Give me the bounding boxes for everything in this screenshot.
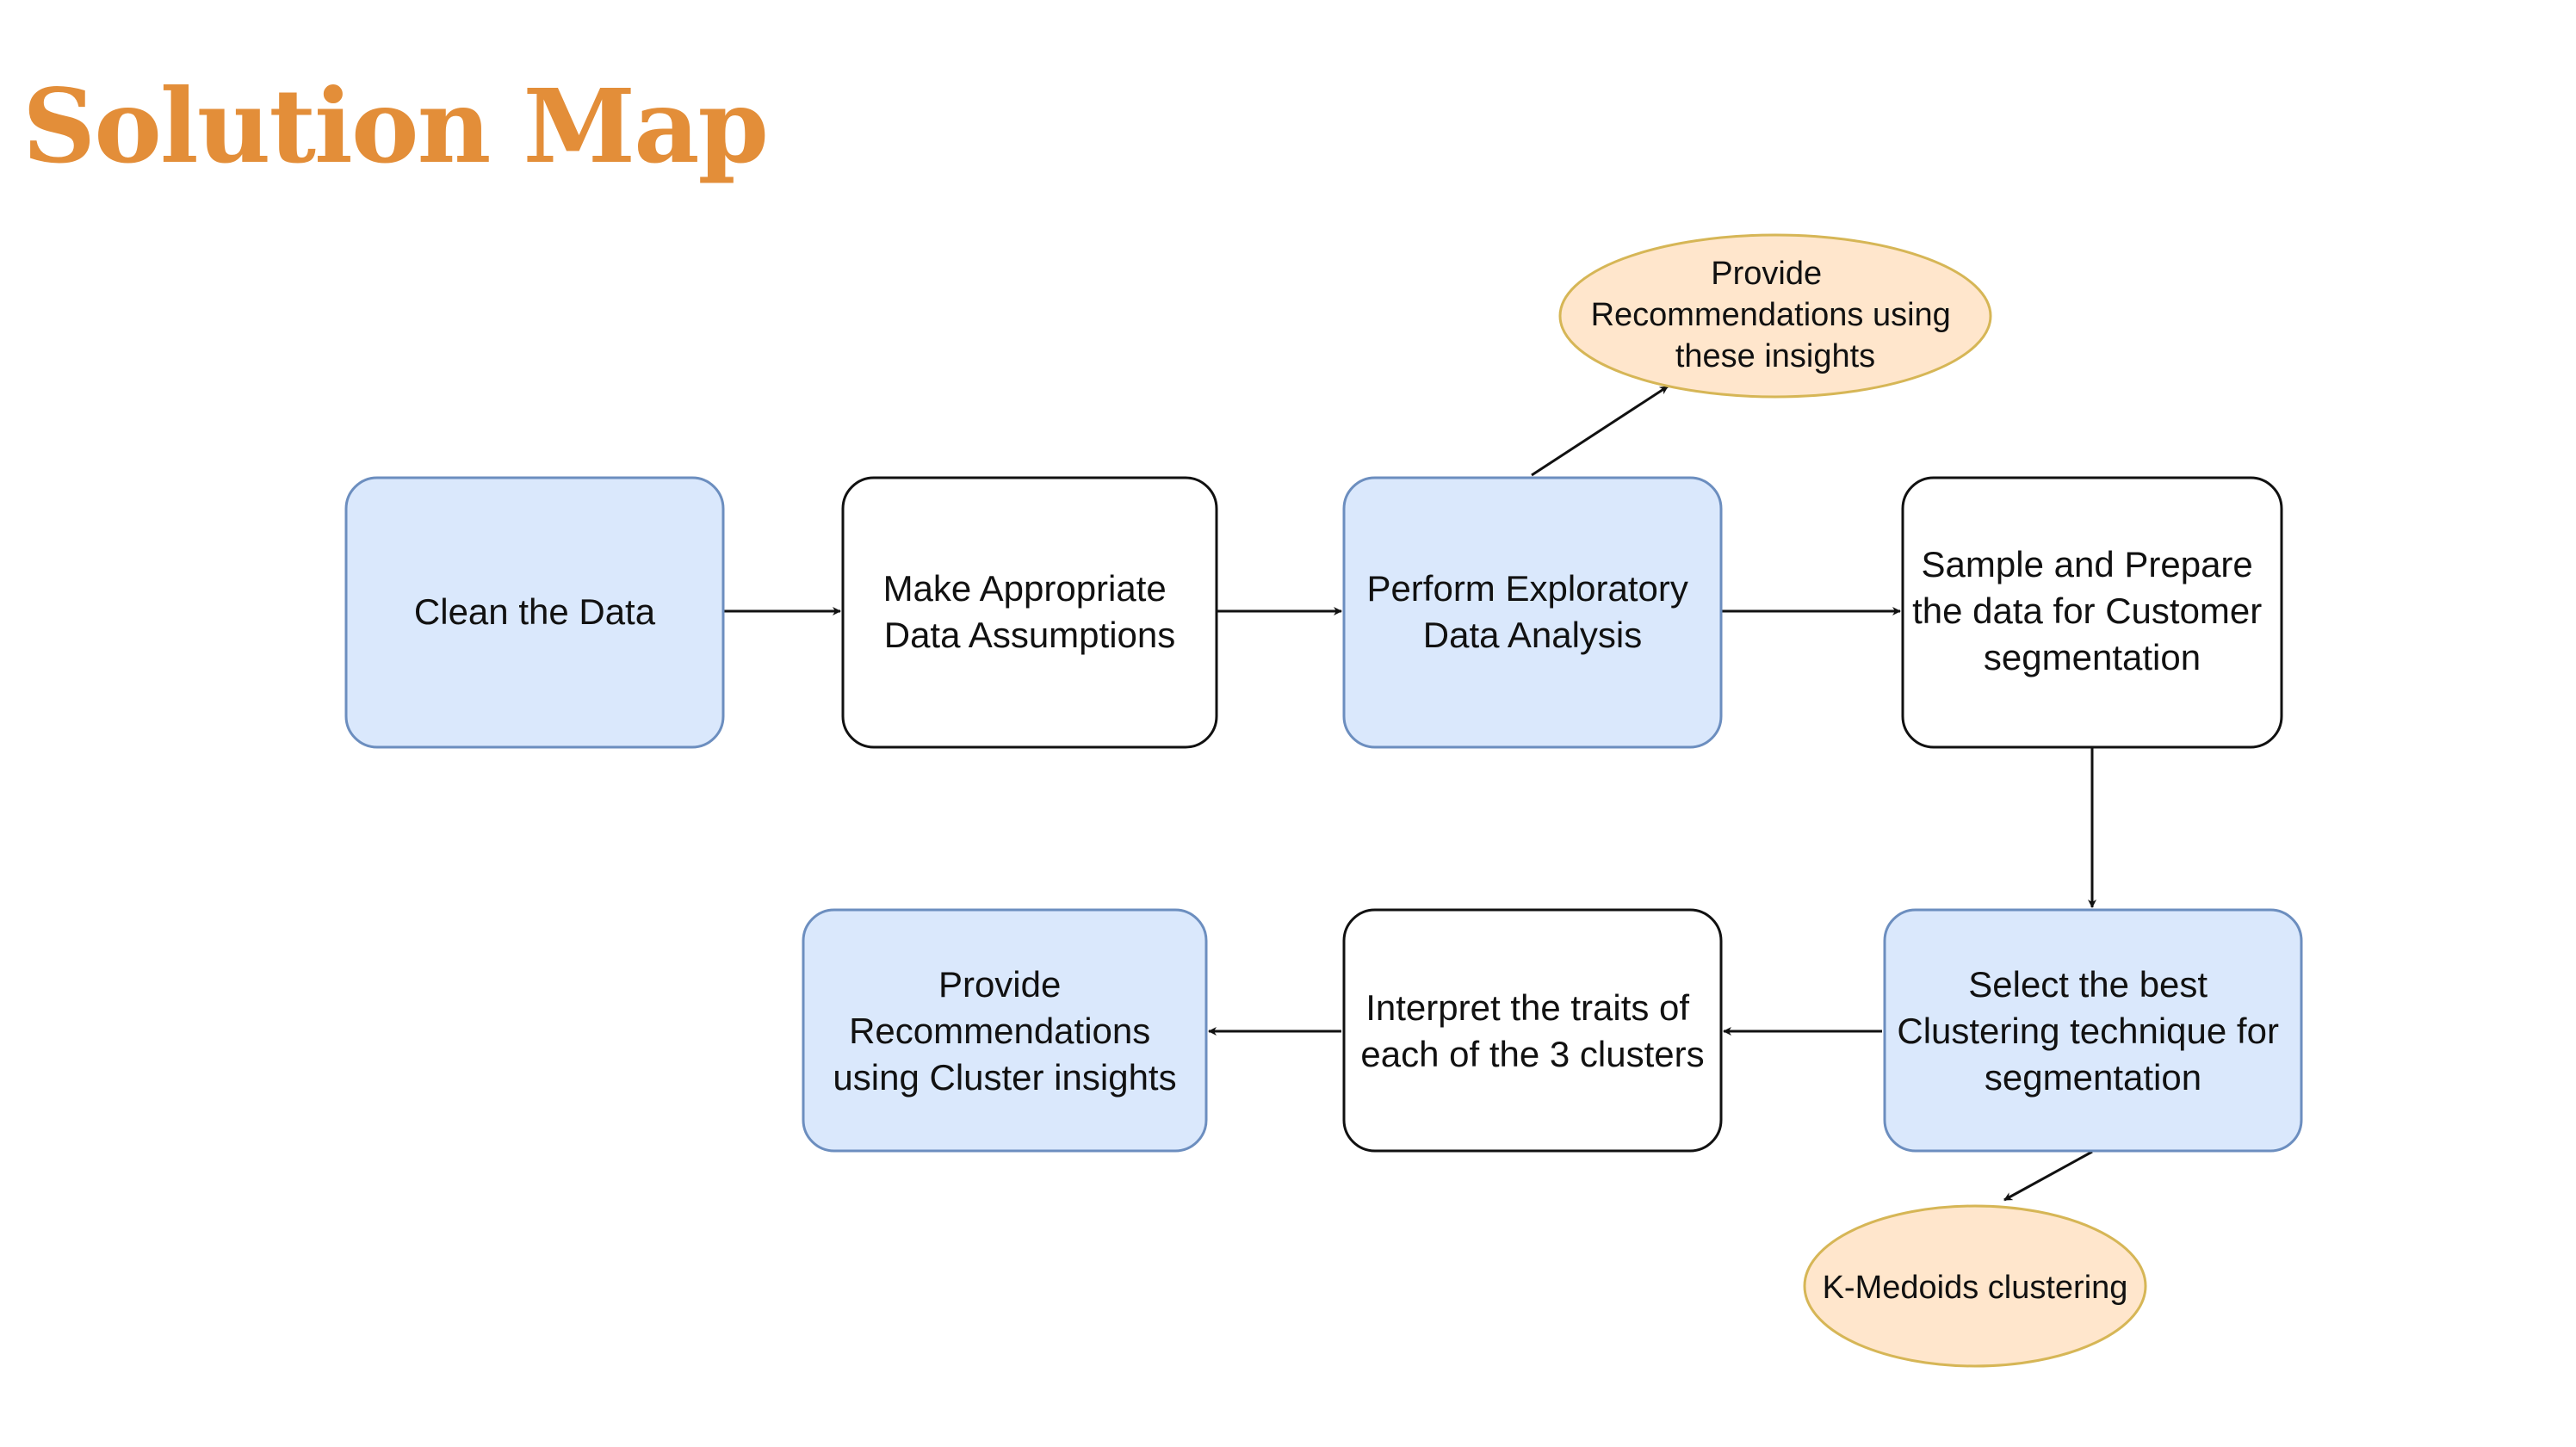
node-sample-prepare: Sample and Prepare the data for Customer… [1901,476,2283,749]
node-eda-recommendations-label: Provide Recommendations using these insi… [1591,256,1960,374]
node-perform-eda-label: Perform Exploratory Data Analysis [1366,568,1698,655]
node-select-clustering-label: Select the best Clustering technique for… [1897,964,2288,1098]
page-title: Solution Map [22,66,769,186]
node-clean-the-data: Clean the Data [344,476,725,749]
edge-eda-to-recommendations [1531,385,1669,477]
node-eda-recommendations: Provide Recommendations using these insi… [1558,233,1992,399]
node-k-medoids-label: K-Medoids clustering [1823,1270,2128,1306]
node-cluster-recommendations-box [802,908,1208,1153]
node-k-medoids-ellipse [1803,1204,2147,1368]
node-cluster-recommendations-label: Provide Recommendations using Cluster in… [833,964,1176,1098]
edge-select-to-kmedoids [2003,1150,2093,1202]
node-eda-recommendations-ellipse [1558,233,1992,399]
node-select-clustering: Select the best Clustering technique for… [1883,908,2303,1153]
node-make-assumptions: Make Appropriate Data Assumptions [841,476,1218,749]
node-interpret-traits-label: Interpret the traits of each of the 3 cl… [1360,987,1704,1074]
node-perform-eda-box [1342,476,1723,749]
node-clean-the-data-label: Clean the Data [414,591,656,632]
node-make-assumptions-label: Make Appropriate Data Assumptions [883,568,1177,655]
node-clean-the-data-box [344,476,725,749]
node-interpret-traits-box [1342,908,1723,1153]
node-sample-prepare-box [1901,476,2283,749]
edges [724,385,2096,1202]
node-interpret-traits: Interpret the traits of each of the 3 cl… [1342,908,1723,1153]
node-select-clustering-box [1883,908,2303,1153]
node-k-medoids: K-Medoids clustering [1803,1204,2147,1368]
node-perform-eda: Perform Exploratory Data Analysis [1342,476,1723,749]
node-sample-prepare-label: Sample and Prepare the data for Customer… [1912,544,2272,677]
node-make-assumptions-box [841,476,1218,749]
node-cluster-recommendations: Provide Recommendations using Cluster in… [802,908,1208,1153]
